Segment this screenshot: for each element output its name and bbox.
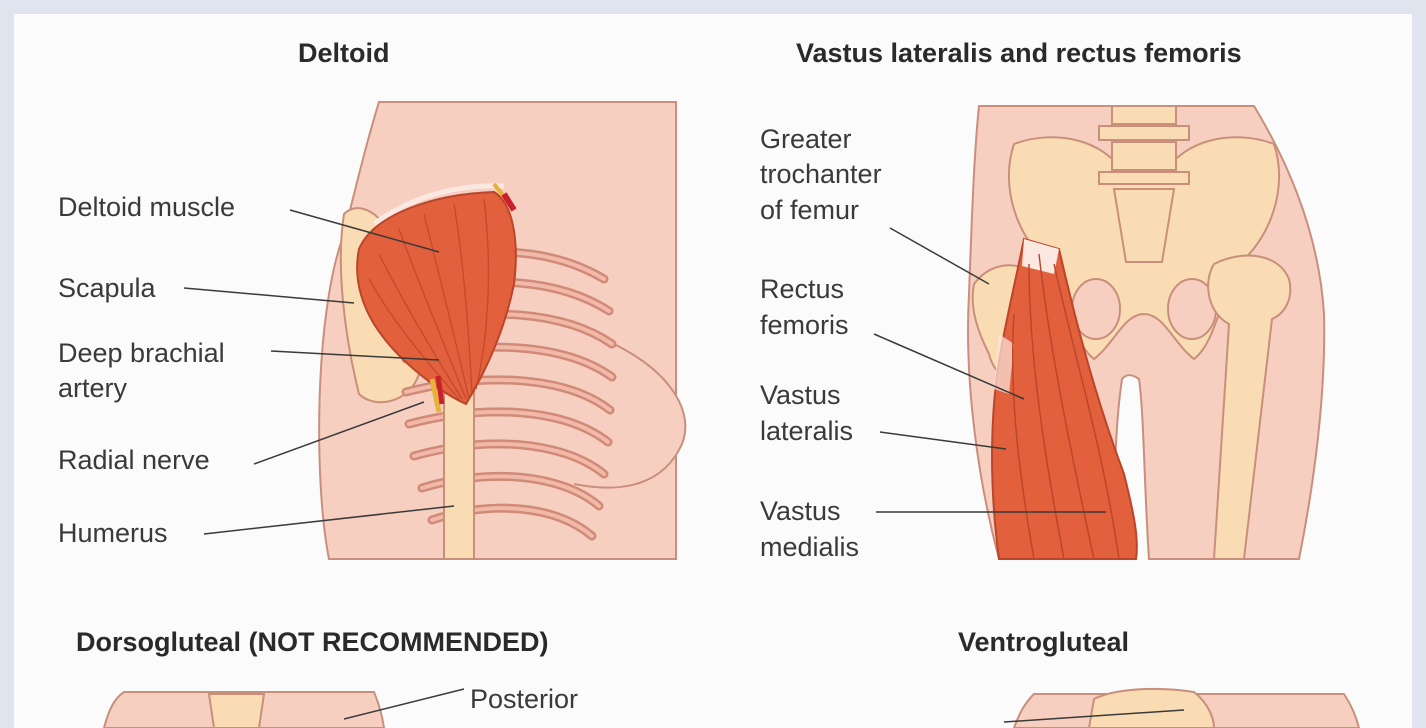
label-scapula: Scapula: [58, 270, 156, 306]
label-greater: Greater: [760, 121, 852, 157]
label-vastus-med-1: Vastus: [760, 493, 841, 529]
label-vastus-lat-1: Vastus: [760, 377, 841, 413]
ventrogluteal-illustration: [1004, 689, 1359, 728]
label-of-femur: of femur: [760, 192, 859, 228]
label-deltoid-muscle: Deltoid muscle: [58, 189, 235, 225]
label-artery: artery: [58, 370, 127, 406]
vastus-illustration: [874, 106, 1324, 559]
dorsogluteal-title: Dorsogluteal (NOT RECOMMENDED): [76, 627, 549, 658]
label-trochanter: trochanter: [760, 156, 882, 192]
dorsogluteal-illustration: [104, 689, 464, 728]
vastus-title: Vastus lateralis and rectus femoris: [796, 38, 1242, 69]
label-vastus-med-2: medialis: [760, 529, 859, 565]
label-vastus-lat-2: lateralis: [760, 413, 853, 449]
label-radial-nerve: Radial nerve: [58, 442, 210, 478]
anatomy-card: Deltoid Vastus lateralis and rectus femo…: [14, 14, 1412, 728]
anatomy-illustrations: [14, 14, 1412, 728]
label-posterior: Posterior: [470, 681, 578, 717]
label-humerus: Humerus: [58, 515, 168, 551]
label-femoris: femoris: [760, 307, 849, 343]
label-deep-brachial: Deep brachial: [58, 335, 225, 371]
humerus-bone: [444, 374, 474, 559]
deltoid-illustration: [184, 102, 685, 559]
deltoid-title: Deltoid: [298, 38, 390, 69]
label-rectus: Rectus: [760, 271, 844, 307]
ventrogluteal-title: Ventrogluteal: [958, 627, 1129, 658]
